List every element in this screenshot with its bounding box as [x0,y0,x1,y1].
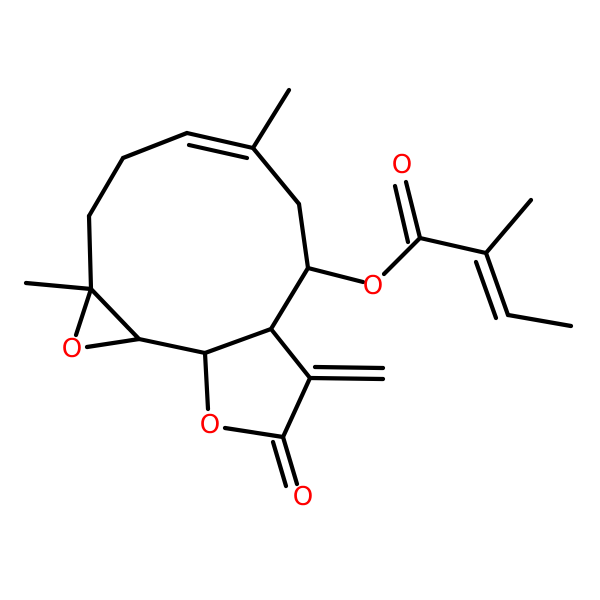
bond-lactone-exo-junction [268,326,313,381]
oxygen-atom-ester: O [363,271,383,301]
bond-alkene-double-c [483,250,511,318]
bond-exo-methylene-b [312,364,386,371]
bond-ring-lower [136,336,208,356]
oxygen-atom-epoxide: O [62,334,82,364]
bond-ring-left [86,213,94,292]
bond-terminal-methyl [505,312,574,329]
bond-lactone-c-exo [280,375,313,440]
bond-lactone-carbonyl-a [280,434,300,487]
bond-epoxide-o-right [84,336,142,350]
bond-ring-upper-left [120,130,190,161]
atom-label-layer: O O O O O [62,150,412,512]
bond-alkene-double-d [473,259,499,321]
bond-ring-right [296,201,311,271]
bond-lactone-c-o [202,350,211,412]
oxygen-atom-lactone-carbonyl: O [293,482,313,512]
bond-lactone-o-c [222,425,286,440]
bond-junction-lower [202,326,274,356]
bond-methyl-alkene-top [250,87,292,151]
bond-alkene-methyl [483,197,534,256]
bond-ring-upper-right [250,145,302,207]
bond-ring-left-upper [86,155,126,219]
oxygen-atom-ester-carbonyl: O [392,150,412,180]
bond-c-oester [305,265,366,285]
bond-acyl-alkene [417,235,489,256]
bond-lactone-carbonyl-b [270,439,289,489]
bond-alkene-double-b [186,142,250,161]
oxygen-atom-lactone-ring: O [200,410,220,440]
bond-exo-methylene-a [307,375,386,382]
bond-layer [23,87,574,489]
bond-carbonyl-double-b [392,183,411,245]
bond-epoxide-cc [88,286,142,342]
bond-junction-upper [268,265,311,332]
bond-carbonyl-double-a [403,179,423,241]
bond-methyl-epoxide [23,280,94,292]
bond-epoxide-o-left [73,286,94,338]
bond-alkene-double-a [184,130,256,151]
bond-oester-carbonyl [381,235,423,277]
